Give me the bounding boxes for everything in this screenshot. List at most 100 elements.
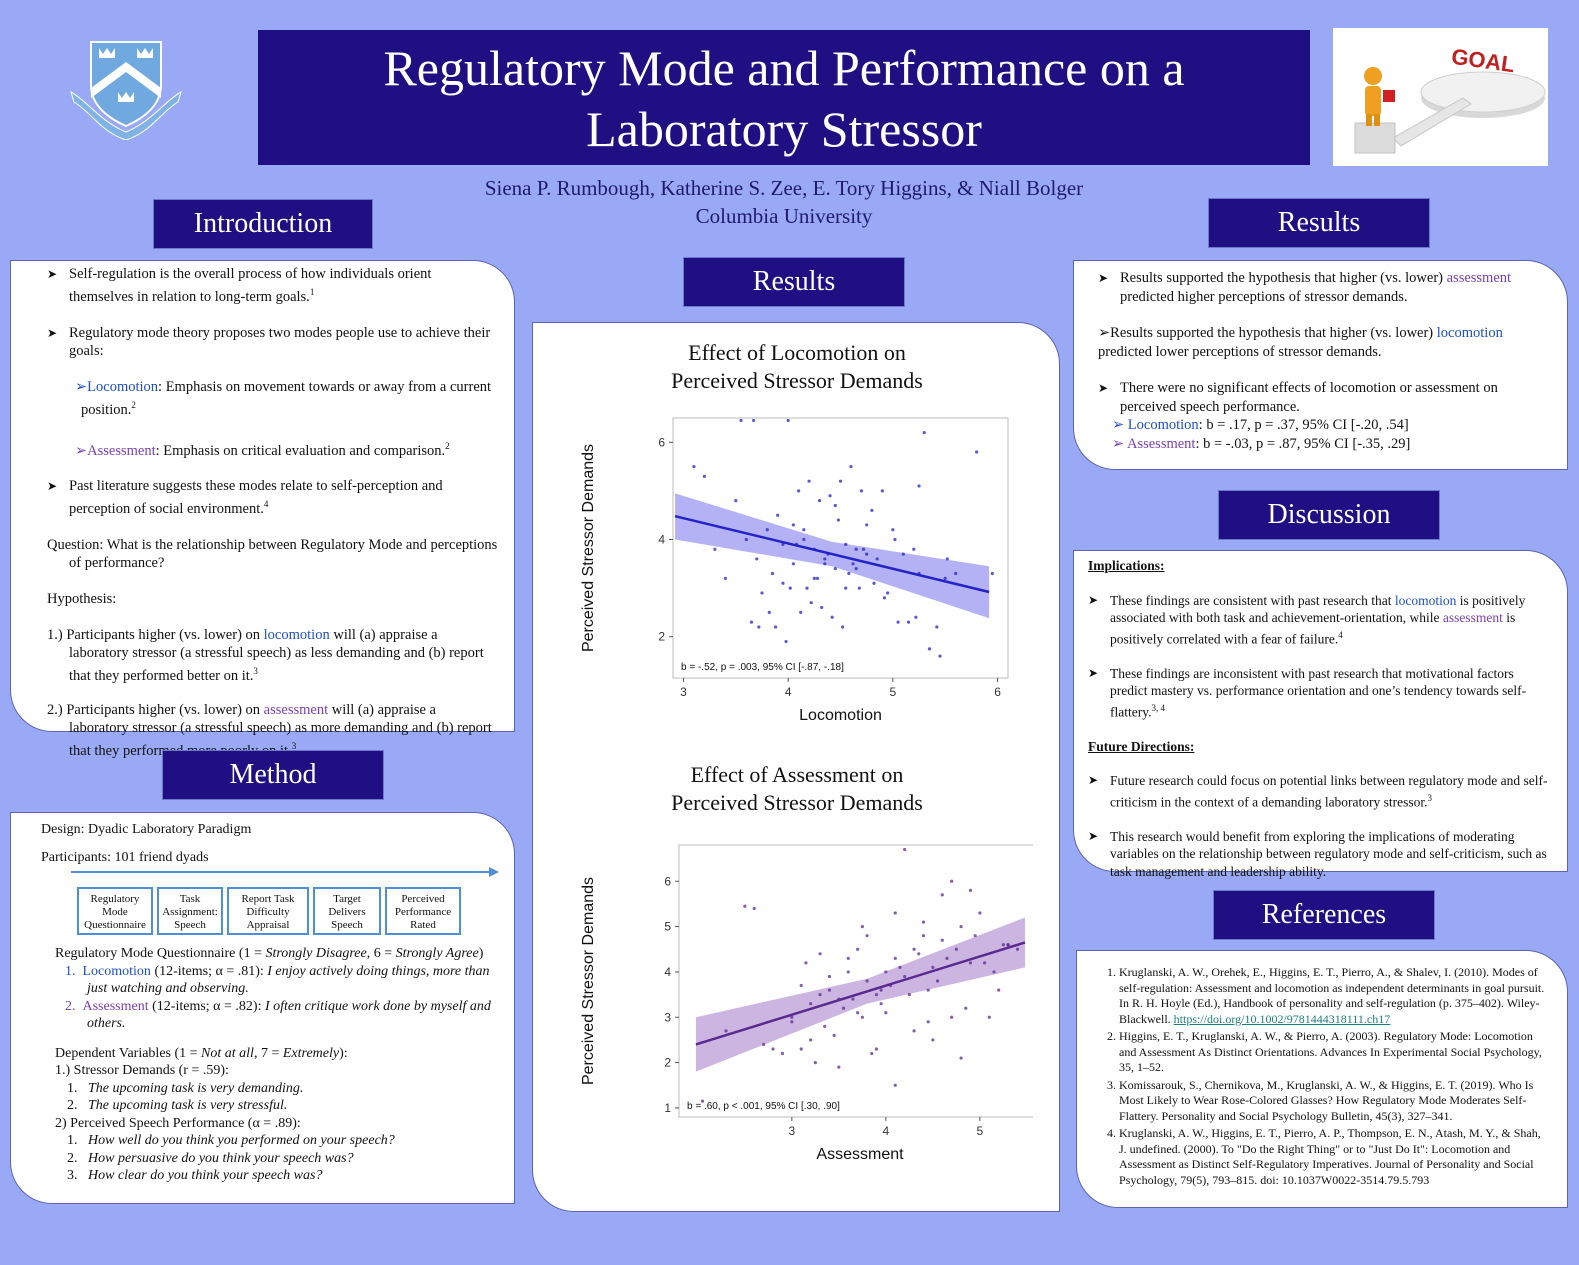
data-point	[893, 537, 897, 542]
data-point	[856, 1011, 860, 1015]
intro-assessment-def: ➢Assessment: Emphasis on critical evalua…	[75, 440, 450, 459]
poster-title: Regulatory Mode and Performance on a Lab…	[258, 30, 1310, 165]
data-point	[874, 1047, 879, 1051]
data-point	[749, 620, 754, 624]
reference-3: Komissarouk, S., Chernikova, M., Kruglan…	[1119, 1078, 1549, 1125]
data-point	[896, 620, 900, 624]
data-point	[903, 847, 907, 852]
data-point	[780, 1051, 785, 1056]
references-panel: Kruglanski, A. W., Orehek, E., Higgins, …	[1076, 950, 1568, 1208]
data-point	[788, 586, 792, 590]
data-point	[799, 1047, 803, 1051]
intro-bullet-2: Regulatory mode theory proposes two mode…	[47, 324, 498, 360]
method-header: Method	[162, 750, 384, 800]
method-design: Design: Dyadic Laboratory Paradigm	[41, 822, 252, 837]
data-point	[912, 547, 916, 551]
data-point	[851, 997, 855, 1001]
data-point	[832, 1033, 836, 1037]
data-point	[954, 947, 958, 951]
data-point	[870, 508, 874, 512]
x-tick-label: 3	[788, 1124, 795, 1138]
x-axis-label: Assessment	[816, 1146, 904, 1163]
results-charts-panel: Effect of Locomotion on Perceived Stress…	[532, 322, 1060, 1212]
intro-locomotion-def: ➢Locomotion: Emphasis on movement toward…	[75, 378, 492, 418]
data-point	[860, 925, 864, 929]
result-locomotion: ➢Results supported the hypothesis that h…	[1098, 325, 1503, 360]
data-point	[973, 934, 977, 938]
data-point	[950, 879, 954, 883]
dv-stressor-item-1: 1. The upcoming task is very demanding.	[67, 1080, 304, 1096]
intro-hypothesis-label: Hypothesis:	[47, 591, 117, 608]
data-point	[791, 523, 795, 527]
data-point	[790, 1015, 794, 1019]
data-point	[760, 591, 764, 595]
y-tick-label: 2	[664, 1056, 671, 1070]
data-point	[739, 418, 743, 423]
rmq-item-1: 1. Locomotion (12-items; α = .81): I enj…	[65, 963, 490, 997]
data-point	[830, 615, 834, 619]
data-point	[907, 993, 911, 997]
y-tick-label: 2	[658, 630, 665, 644]
chart-1-title: Effect of Locomotion on Perceived Stress…	[671, 340, 923, 393]
y-tick-label: 1	[664, 1101, 671, 1115]
procedure-flow: Regulatory Mode Questionnaire Task Assig…	[77, 887, 467, 937]
discussion-bullet-2: These findings are inconsistent with pas…	[1088, 665, 1553, 721]
dv-stressor-item-2: 2. The upcoming task is very stressful.	[67, 1098, 288, 1113]
data-point	[943, 576, 947, 580]
dv-performance-item-3: 3. How clear do you think your speech wa…	[67, 1168, 323, 1183]
data-point	[940, 893, 944, 897]
data-point	[809, 601, 813, 605]
data-point	[818, 952, 822, 956]
dv-heading: Dependent Variables (1 = Not at all, 7 =…	[55, 1045, 348, 1061]
implications-label: Implications:	[1088, 558, 1165, 573]
data-point	[815, 576, 820, 580]
data-point	[802, 528, 806, 532]
data-point	[927, 647, 932, 651]
results-text-panel: Results supported the hypothesis that hi…	[1073, 260, 1568, 470]
data-point	[797, 489, 801, 493]
data-point	[854, 547, 858, 551]
data-point	[818, 993, 822, 997]
data-point	[1006, 943, 1010, 947]
x-tick-label: 5	[890, 685, 897, 699]
data-point	[757, 625, 761, 629]
dv-performance-item-2: 2. How persuasive do you think your spee…	[67, 1150, 354, 1166]
data-point	[752, 906, 756, 911]
data-point	[968, 961, 973, 965]
reference-1-doi-link[interactable]: https://doi.org/10.1002/9781444318111.ch…	[1173, 1011, 1391, 1026]
data-point	[724, 1029, 728, 1033]
data-point	[917, 952, 921, 956]
data-point	[854, 567, 858, 571]
data-point	[827, 974, 832, 979]
data-point	[884, 1011, 888, 1015]
data-point	[880, 489, 884, 493]
data-point	[865, 934, 869, 938]
data-point	[987, 1015, 991, 1019]
data-point	[700, 1099, 705, 1103]
discussion-panel: Implications: These findings are consist…	[1073, 550, 1568, 879]
reference-2: Higgins, E. T., Kruglanski, A. W., & Pie…	[1119, 1029, 1549, 1076]
flow-step-5: Perceived Performance Rated	[385, 887, 461, 935]
data-point	[812, 576, 816, 580]
timeline-arrow	[71, 867, 499, 877]
data-point	[945, 956, 949, 960]
y-tick-label: 3	[664, 1010, 671, 1024]
data-point	[872, 581, 876, 585]
data-point	[786, 418, 790, 423]
data-point	[859, 489, 864, 493]
regression-line	[695, 941, 1026, 1046]
data-point	[840, 625, 845, 629]
goal-image: GOAL	[1333, 28, 1548, 166]
data-point	[809, 1002, 813, 1006]
result-performance-locomotion: ➢ Locomotion: b = .17, p = .37, 95% CI […	[1112, 417, 1409, 433]
authors-line: Siena P. Rumbough, Katherine S. Zee, E. …	[484, 176, 1084, 200]
data-point	[959, 925, 963, 929]
flow-step-1: Regulatory Mode Questionnaire	[77, 887, 153, 935]
x-tick-label: 4	[785, 685, 792, 699]
data-point	[702, 474, 707, 478]
data-point	[997, 988, 1001, 992]
data-point	[861, 547, 866, 551]
data-point	[833, 567, 837, 571]
future-bullet-1: Future research could focus on potential…	[1088, 772, 1553, 811]
